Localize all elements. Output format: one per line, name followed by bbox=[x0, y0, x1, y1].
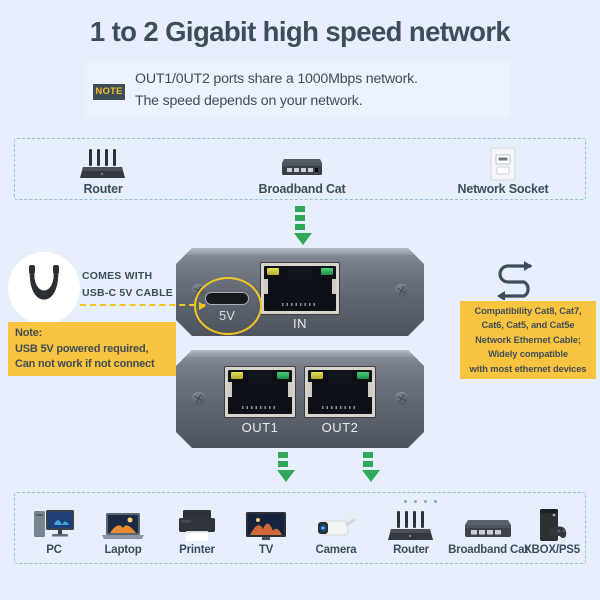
router-icon bbox=[39, 145, 167, 181]
router-icon bbox=[371, 501, 451, 543]
target-device-laptop: Laptop bbox=[85, 501, 161, 556]
note-line-2: The speed depends on your network. bbox=[135, 92, 363, 109]
usb-c-5v-label: 5V bbox=[219, 308, 235, 323]
rj45-port-out2 bbox=[304, 366, 376, 418]
compat-line-2: Cat6, Cat5, and Cat5e bbox=[481, 320, 575, 331]
source-device-label: Network Socket bbox=[457, 182, 549, 196]
device-top-edge bbox=[186, 248, 414, 255]
split-arrow-icon bbox=[490, 258, 538, 301]
usb-c-highlight-ring bbox=[194, 277, 262, 335]
wall-socket-icon bbox=[433, 145, 573, 181]
target-device-pc: PC bbox=[19, 501, 89, 556]
note-line-1: OUT1/0UT2 ports share a 1000Mbps network… bbox=[135, 70, 418, 87]
target-device-label: Camera bbox=[315, 544, 357, 556]
ip-camera-icon bbox=[293, 501, 379, 543]
note-badge: NOTE bbox=[93, 83, 125, 100]
target-device-label: XBOX/PS5 bbox=[524, 544, 580, 556]
source-devices-panel: Router Broadband Cat bbox=[14, 138, 586, 200]
target-device-label: Printer bbox=[179, 544, 215, 556]
target-device-tv: TV bbox=[233, 501, 299, 556]
desktop-pc-icon bbox=[19, 501, 89, 543]
switch-icon bbox=[237, 145, 367, 181]
cable-callout-line-1: COMES WITH bbox=[82, 270, 153, 282]
arrow-down-to-in-icon bbox=[294, 206, 312, 245]
out1-port-label: OUT1 bbox=[241, 420, 279, 435]
target-device-label: Laptop bbox=[104, 544, 142, 556]
source-device-broadband-cat: Broadband Cat bbox=[237, 145, 367, 196]
switch-icon bbox=[427, 501, 549, 543]
compatibility-callout: Compatibility Cat8, Cat7, Cat6, Cat5, an… bbox=[460, 301, 596, 379]
compat-line-4: Widely compatible bbox=[488, 349, 568, 360]
source-device-label: Broadband Cat bbox=[258, 182, 346, 196]
compat-line-3: Network Ethernet Cable; bbox=[475, 334, 581, 345]
printer-icon bbox=[157, 501, 237, 543]
screw-icon bbox=[395, 392, 408, 405]
compat-line-5: with most ethernet devices bbox=[469, 363, 587, 374]
source-device-label: Router bbox=[83, 182, 123, 196]
rj45-port-in bbox=[260, 262, 340, 315]
usb-c-pointer-line bbox=[80, 302, 206, 310]
cable-callout-line-2: USB-C 5V CABLE bbox=[82, 287, 173, 299]
usb-c-cable-icon bbox=[8, 252, 80, 324]
target-device-label: Broadband Cat bbox=[448, 544, 528, 556]
target-device-xbox-ps5: XBOX/PS5 bbox=[517, 501, 587, 556]
ellipsis-dots bbox=[404, 500, 437, 503]
rj45-port-out1 bbox=[224, 366, 296, 418]
target-device-label: Router bbox=[393, 544, 429, 556]
target-device-broadband-cat: Broadband Cat bbox=[427, 501, 549, 556]
target-device-label: PC bbox=[46, 544, 62, 556]
in-port-label: IN bbox=[293, 316, 307, 331]
out2-port-label: OUT2 bbox=[321, 420, 359, 435]
compat-line-1: Compatibility Cat8, Cat7, bbox=[474, 305, 582, 316]
splitter-bottom-face: OUT1 OUT2 bbox=[176, 350, 424, 448]
usb-power-note: Note: USB 5V powered required, Can not w… bbox=[8, 322, 176, 376]
target-device-router: Router bbox=[371, 501, 451, 556]
arrow-down-from-out1-icon bbox=[277, 452, 295, 482]
note-text: OUT1/0UT2 ports share a 1000Mbps network… bbox=[135, 68, 418, 112]
note-banner: NOTE OUT1/0UT2 ports share a 1000Mbps ne… bbox=[85, 62, 510, 117]
target-device-printer: Printer bbox=[157, 501, 237, 556]
target-device-camera: Camera bbox=[293, 501, 379, 556]
game-console-icon bbox=[517, 501, 587, 543]
device-top-edge bbox=[186, 350, 414, 357]
target-devices-panel: PC Laptop Printer bbox=[14, 492, 586, 564]
usb-note-line-3: Can not work if not connect bbox=[15, 358, 155, 370]
source-device-router: Router bbox=[39, 145, 167, 196]
source-device-network-socket: Network Socket bbox=[433, 145, 573, 196]
tv-icon bbox=[233, 501, 299, 543]
usb-note-line-2: USB 5V powered required, bbox=[15, 342, 149, 355]
screw-icon bbox=[395, 284, 408, 297]
cable-callout-text: COMES WITH USB-C 5V CABLE bbox=[82, 268, 173, 302]
usb-note-line-1: Note: bbox=[15, 327, 43, 339]
arrow-down-from-out2-icon bbox=[362, 452, 380, 482]
screw-icon bbox=[192, 392, 205, 405]
target-device-label: TV bbox=[258, 544, 274, 556]
laptop-icon bbox=[85, 501, 161, 543]
page-title: 1 to 2 Gigabit high speed network bbox=[89, 16, 511, 47]
